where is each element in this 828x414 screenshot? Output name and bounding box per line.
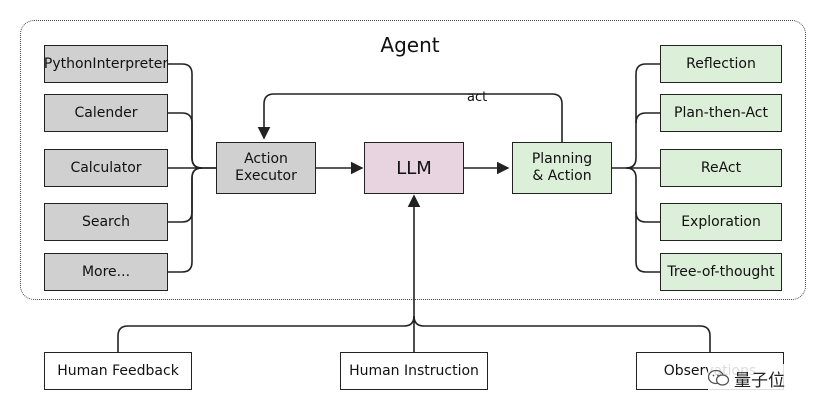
planner-label-line2: & Action: [532, 168, 592, 184]
planner-label-line1: Planning: [531, 151, 593, 167]
agent-boundary: [20, 20, 806, 300]
tool-search: Search: [44, 203, 168, 241]
agent-title: Agent: [380, 33, 440, 57]
executor-label-line1: Action: [244, 151, 288, 167]
llm-box: LLM: [364, 142, 464, 194]
action-executor-box: Action Executor: [216, 142, 316, 194]
strategy-connector: [612, 63, 660, 169]
tool-connector: [168, 112, 203, 169]
watermark-text: 量子位: [734, 370, 785, 391]
tool-more: More...: [44, 253, 168, 291]
input-connector: [413, 315, 711, 352]
tool-calculator: Calculator: [44, 149, 168, 187]
act-loop-arrow: [257, 93, 563, 142]
strategy-exploration: Exploration: [660, 203, 782, 241]
watermark: 量子位: [708, 364, 818, 392]
executor-label-line2: Executor: [235, 168, 297, 184]
tool-connector: [168, 167, 203, 223]
tool-calender: Calender: [44, 94, 168, 132]
strategy-react: ReAct: [660, 149, 782, 187]
strategy-tree-of-thought: Tree-of-thought: [660, 253, 782, 291]
planning-action-box: Planning & Action: [512, 142, 612, 194]
strategy-connector: [625, 167, 660, 223]
input-human-instruction: Human Instruction: [340, 352, 488, 390]
act-label: act: [467, 90, 488, 105]
strategy-plan-then-act: Plan-then-Act: [660, 94, 782, 132]
tool-python-interpreter: PythonInterpreter: [44, 45, 168, 83]
strategy-reflection: Reflection: [660, 45, 782, 83]
wechat-icon: [708, 369, 730, 386]
tool-connector: [168, 167, 203, 273]
input-connector: [117, 315, 415, 352]
strategy-connector: [635, 112, 660, 124]
input-human-feedback: Human Feedback: [44, 352, 192, 390]
strategy-connector: [635, 212, 660, 273]
